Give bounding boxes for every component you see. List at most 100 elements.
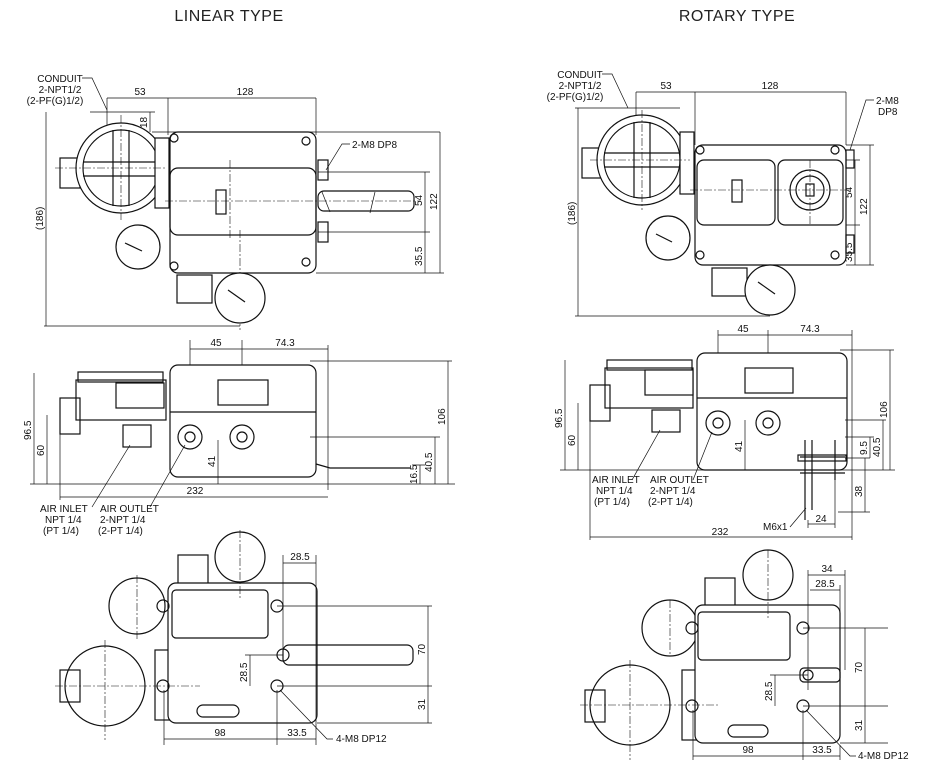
bottom-dim-lines	[163, 555, 432, 745]
dim-31: 31	[417, 698, 428, 710]
rotary-top-view: CONDUIT 2-NPT1/2 (2-PF(G)1/2) 53 128 2-M…	[547, 70, 899, 317]
conduit-leader	[602, 73, 629, 109]
dim-54: 54	[844, 186, 855, 198]
conduit-label-line2: 2-NPT1/2	[559, 81, 602, 92]
dim-28-5-side: 28.5	[764, 681, 775, 701]
air-outlet-alt-thread: (2-PT 1/4)	[648, 497, 693, 508]
body-cover	[169, 167, 317, 236]
housing-flange	[154, 137, 170, 209]
dim-186: (186)	[567, 202, 578, 225]
mount-leader	[849, 99, 874, 151]
conduit-leader	[82, 77, 108, 111]
dim-28-5-top: 28.5	[815, 579, 835, 590]
conduit-label-line2: 2-NPT1/2	[39, 85, 82, 96]
feedback-lever-side	[315, 463, 410, 469]
gauge-side	[744, 367, 794, 394]
conduit-label-line3: (2-PF(G)1/2)	[27, 96, 84, 107]
center-lines	[580, 550, 769, 760]
dim-41: 41	[734, 440, 745, 452]
inlet-block	[122, 424, 152, 448]
rotary-type-section: ROTARY TYPE CONDUIT 2-NPT1/2 (2-PF(G)1/2…	[547, 8, 909, 762]
dim-41: 41	[207, 455, 218, 467]
exhaust-port	[196, 704, 240, 718]
air-outlet-label: AIR OUTLET	[650, 475, 709, 486]
air-outlet-alt-thread: (2-PT 1/4)	[98, 526, 143, 537]
dim-60: 60	[567, 434, 578, 446]
conduit-side	[589, 384, 611, 422]
air-inlet-alt-thread: (PT 1/4)	[594, 497, 630, 508]
rotary-side-view: 45 74.3 96.5 60 41 106 9.5 40.5 38 24	[554, 324, 895, 540]
linear-top-view: CONDUIT 2-NPT1/2 (2-PF(G)1/2) 53 128 18 …	[27, 74, 444, 330]
feedback-lever-scale	[317, 190, 415, 212]
mount-boss-top	[317, 159, 329, 181]
regulator-bottom	[704, 577, 736, 607]
dim-128: 128	[762, 81, 779, 92]
dim-186-line	[44, 112, 240, 327]
dim-232: 232	[187, 486, 204, 497]
dim-lines-top	[106, 97, 317, 150]
body-cover-left	[696, 159, 776, 226]
dim-lines-frame	[575, 107, 874, 317]
dim-18: 18	[139, 116, 150, 128]
mount-label-2-m8: 2-M8 DP8	[352, 140, 397, 151]
main-body-side	[169, 364, 317, 478]
air-inlet-label: AIR INLET	[40, 504, 88, 515]
dim-53: 53	[134, 87, 146, 98]
dim-9-5: 9.5	[859, 441, 870, 455]
dim-40-5: 40.5	[872, 437, 883, 457]
conduit-label-line1: CONDUIT	[557, 70, 603, 81]
rotary-shaft	[800, 440, 845, 520]
dim-70: 70	[417, 643, 428, 655]
conduit-label-line3: (2-PF(G)1/2)	[547, 92, 604, 103]
display-window	[731, 179, 743, 203]
linear-type-title: LINEAR TYPE	[174, 8, 283, 25]
air-inlet-port	[177, 424, 203, 450]
gauge-needle	[227, 289, 246, 303]
dim-186: (186)	[35, 207, 46, 230]
dim-35-5: 35.5	[414, 246, 425, 266]
housing-flange	[679, 131, 695, 195]
main-body	[169, 131, 317, 274]
dim-98: 98	[742, 745, 754, 756]
rotary-type-title: ROTARY TYPE	[679, 8, 795, 25]
dim-128: 128	[237, 87, 254, 98]
dim-60: 60	[36, 444, 47, 456]
dim-74-3: 74.3	[800, 324, 820, 335]
air-outlet-label: AIR OUTLET	[100, 504, 159, 515]
dim-53: 53	[660, 81, 672, 92]
regulator-block	[176, 274, 213, 304]
port-leaders	[631, 429, 713, 481]
air-outlet-thread: 2-NPT 1/4	[650, 486, 696, 497]
bolt-icons	[169, 133, 311, 271]
rotary-bottom-view: 34 28.5 70 31 28.5 98 33.5 4-M8 DP12	[580, 549, 909, 762]
main-body-bottom	[167, 582, 318, 724]
dim-106: 106	[879, 401, 890, 418]
dim-45: 45	[737, 324, 749, 335]
regulator-block	[711, 267, 748, 297]
dim-24: 24	[815, 514, 827, 525]
dim-96-5: 96.5	[554, 408, 565, 428]
gauge-side	[217, 379, 269, 406]
dim-45: 45	[210, 338, 222, 349]
air-inlet-thread: NPT 1/4	[45, 515, 82, 526]
linear-side-view: 45 74.3 96.5 60 41 106 40.5 16.5 232 AIR	[23, 338, 455, 537]
conduit-side	[59, 397, 81, 435]
shaft-leader	[789, 507, 807, 528]
dim-28-5-top: 28.5	[290, 552, 310, 563]
cover-plate	[171, 589, 269, 639]
dim-74-3: 74.3	[275, 338, 295, 349]
housing-fins	[77, 371, 164, 383]
air-outlet-thread: 2-NPT 1/4	[100, 515, 146, 526]
dim-16-5: 16.5	[409, 464, 420, 484]
dim-70: 70	[854, 661, 865, 673]
dim-38: 38	[854, 485, 865, 497]
gauge-needle	[757, 281, 776, 295]
center-lines	[55, 530, 241, 740]
dim-right-lines	[316, 132, 444, 274]
dim-96-5: 96.5	[23, 420, 34, 440]
conduit-bottom	[584, 689, 606, 723]
display-window	[215, 189, 227, 215]
port-leaders	[91, 444, 186, 508]
dim-106: 106	[437, 408, 448, 425]
dim-33-5: 33.5	[812, 745, 832, 756]
